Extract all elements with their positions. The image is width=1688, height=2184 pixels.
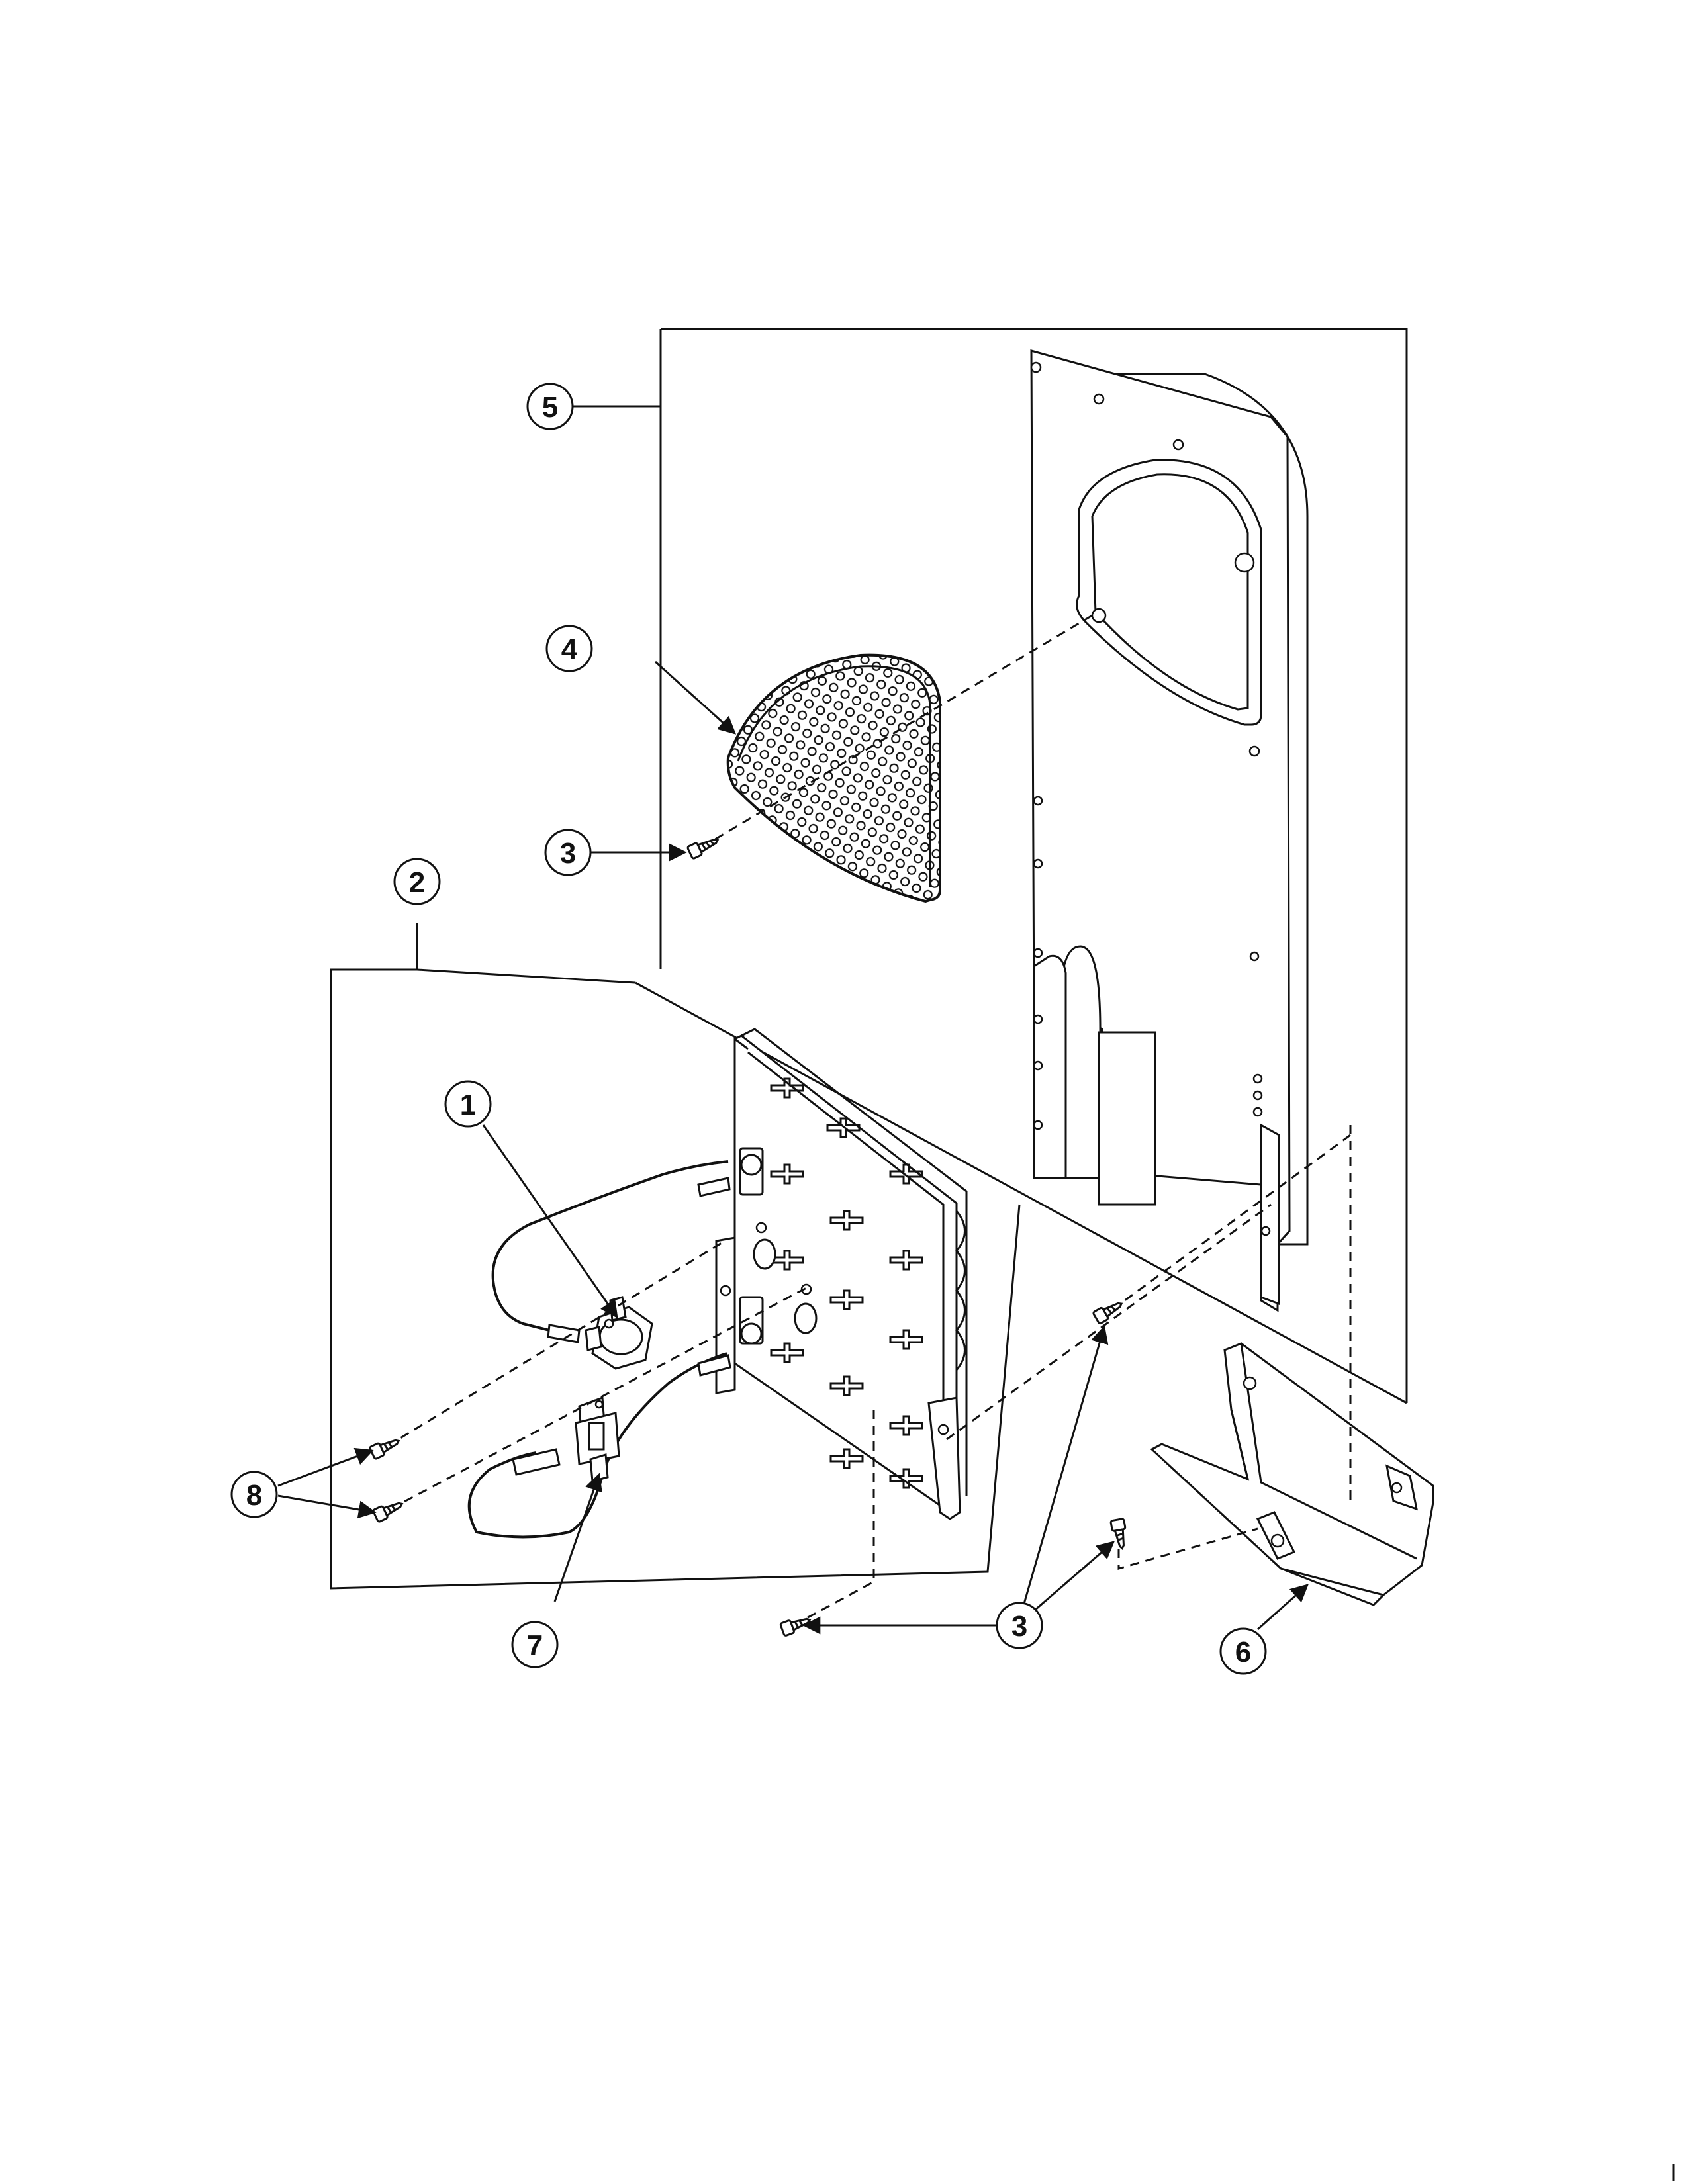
thermal-fuse xyxy=(512,1396,620,1482)
lint-screen xyxy=(726,653,941,903)
screw-8-lower xyxy=(372,1502,404,1523)
callout-8: 8 xyxy=(230,1471,278,1518)
guide-bracket-top xyxy=(1102,1134,1351,1318)
terminal-lower xyxy=(697,1354,731,1377)
callout-3-upper-label: 3 xyxy=(560,837,576,870)
callout-3-lower-label: 3 xyxy=(1011,1610,1027,1643)
insulator-clips xyxy=(770,1077,923,1489)
callout-8-label: 8 xyxy=(246,1479,262,1512)
callout-2-label: 2 xyxy=(409,866,425,899)
callout-2: 2 xyxy=(393,858,441,905)
screw-upper xyxy=(686,838,720,860)
leader-lines xyxy=(277,405,1309,1635)
screw-guide-8a xyxy=(387,1240,726,1447)
group-box-2 xyxy=(330,923,1021,1590)
callout-3-upper: 3 xyxy=(544,829,592,876)
callout-3-lower: 3 xyxy=(996,1602,1043,1649)
thermostat xyxy=(547,1296,653,1370)
screw-guide-upper xyxy=(701,614,1093,848)
callout-6-label: 6 xyxy=(1235,1636,1251,1668)
guide-bracket-screw xyxy=(1117,1527,1258,1570)
callout-5: 5 xyxy=(526,383,574,430)
screw-3-bracket xyxy=(1109,1518,1127,1551)
back-panel xyxy=(1030,349,1309,1312)
callout-6: 6 xyxy=(1219,1627,1267,1675)
callout-7-label: 7 xyxy=(527,1629,543,1662)
terminal-upper xyxy=(697,1177,731,1197)
heater-element xyxy=(715,1028,968,1520)
callout-1: 1 xyxy=(444,1080,492,1128)
duct-bracket xyxy=(1150,1342,1434,1606)
callout-7: 7 xyxy=(511,1621,559,1668)
callout-1-label: 1 xyxy=(460,1089,476,1121)
callout-4: 4 xyxy=(545,625,593,672)
screw-3-mid xyxy=(1092,1302,1123,1325)
callout-4-label: 4 xyxy=(561,633,578,666)
upper-wire xyxy=(491,1160,729,1332)
guide-lower-panel xyxy=(946,1203,1272,1441)
screw-8-upper xyxy=(369,1439,400,1460)
lower-wire xyxy=(467,1352,727,1539)
callout-5-label: 5 xyxy=(542,391,558,424)
